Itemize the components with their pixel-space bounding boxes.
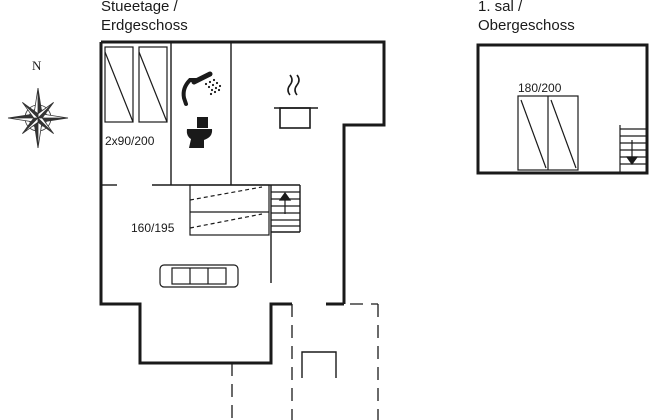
upper-floor-walls	[476, 43, 649, 175]
sofa-bed	[189, 184, 270, 236]
compass-rose-icon: N	[7, 58, 69, 149]
ground-floor-heading-line1: Stueetage /	[101, 0, 178, 15]
single-bed-icon	[104, 46, 168, 123]
single-beds-label: 2x90/200	[105, 134, 155, 148]
ground-floor-heading: Stueetage / Erdgeschoss	[101, 0, 188, 35]
upper-floor-heading: 1. sal / Obergeschoss	[478, 0, 575, 35]
upper-floor-heading-line2: Obergeschoss	[478, 17, 575, 34]
cooking-pot-icon	[274, 74, 318, 129]
garden-chair-icon	[301, 351, 337, 378]
ground-floor-heading-line2: Erdgeschoss	[101, 17, 188, 34]
stairs-down-icon	[619, 125, 647, 173]
upper-floor-heading-line1: 1. sal /	[478, 0, 523, 15]
double-bed-label: 180/200	[518, 81, 562, 95]
terrace-outline	[231, 303, 379, 420]
sofa-icon	[159, 264, 239, 288]
shower-icon	[181, 71, 222, 106]
stairs-up-icon	[271, 191, 300, 227]
compass-north-label: N	[32, 58, 42, 73]
ground-floor-walls	[99, 40, 386, 365]
double-bed-icon	[517, 95, 579, 171]
sofa-bed-label: 160/195	[131, 221, 175, 235]
toilet-icon	[186, 117, 213, 148]
